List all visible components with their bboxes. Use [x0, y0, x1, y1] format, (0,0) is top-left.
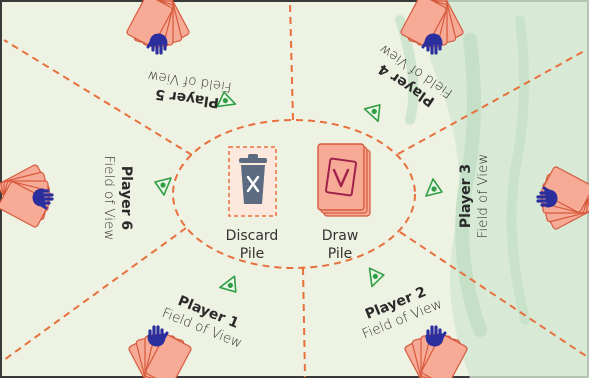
player-6-name: Player 6: [118, 166, 134, 230]
player-6-label: Player 6 Field of View: [101, 156, 134, 241]
draw-pile-label-2: Pile: [328, 246, 353, 262]
player-3-name: Player 3: [458, 164, 474, 228]
discard-pile-label: Discard: [226, 228, 279, 244]
card-v-icon: [326, 158, 356, 195]
player-6-fov: Field of View: [101, 156, 117, 241]
draw-pile[interactable]: [318, 144, 370, 216]
draw-pile-label: Draw: [322, 228, 359, 244]
discard-pile-label-2: Pile: [240, 246, 265, 262]
player-3-fov: Field of View: [475, 154, 491, 239]
discard-pile[interactable]: [229, 147, 276, 216]
player-3-label: Player 3 Field of View: [458, 154, 491, 239]
